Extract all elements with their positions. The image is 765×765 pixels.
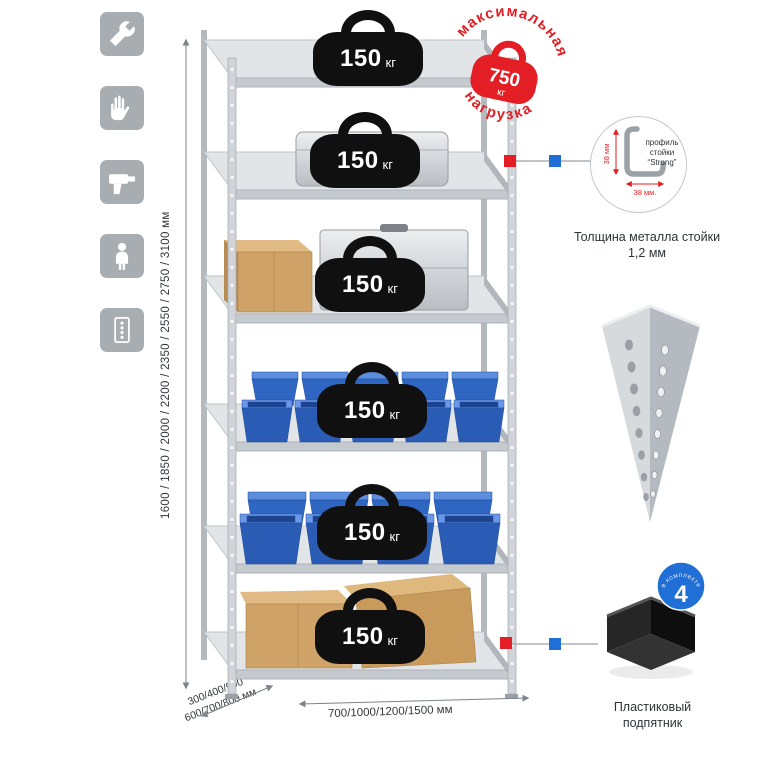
load-value: 150 [344, 397, 386, 424]
profile-dim-vertical: 38 мм [602, 144, 611, 165]
cardboard-box-small [224, 240, 313, 313]
rack-back-posts [201, 30, 487, 660]
post-right-face [650, 306, 700, 522]
drill-icon [100, 160, 144, 204]
wrench-icon [100, 12, 144, 56]
stamp-arc-top: максимальная [451, 0, 579, 62]
blue-marker-square [549, 155, 561, 167]
profile-cross-section-icon [624, 126, 666, 177]
load-unit: кг [389, 529, 400, 544]
load-unit: кг [385, 55, 396, 70]
max-load-stamp: максимальная нагрузка 750 кг [436, 0, 579, 140]
profile-caption: Толщина металла стойки 1,2 мм [573, 230, 721, 260]
angle-post-detail [588, 300, 718, 528]
person-icon [100, 234, 144, 278]
perforated-profile-icon [100, 308, 144, 352]
load-value: 150 [337, 147, 379, 174]
post-holes-left [625, 339, 649, 501]
feature-icon-column [100, 12, 144, 352]
stamp-kettlebell-body-icon [470, 54, 538, 105]
post-holes-right [650, 344, 669, 498]
load-value: 150 [342, 623, 384, 650]
foot-base [607, 634, 695, 670]
load-unit: кг [382, 157, 393, 172]
profile-detail-circle: 38 мм 38 мм. профиль стойки “Strong” [590, 116, 687, 213]
load-value: 150 [342, 271, 384, 298]
stamp-unit: кг [496, 87, 506, 100]
red-marker-square [500, 637, 512, 649]
svg-text:максимальная: максимальная [451, 0, 576, 62]
profile-dim-horizontal: 38 мм. [634, 188, 657, 197]
post-left-face [602, 306, 650, 522]
load-unit: кг [387, 633, 398, 648]
load-value: 150 [344, 519, 386, 546]
load-value: 150 [340, 45, 382, 72]
badge-number: 4 [674, 581, 688, 608]
blue-marker-square [549, 638, 561, 650]
profile-label: профиль стойки “Strong” [645, 138, 679, 167]
dimension-lines [182, 38, 530, 718]
callout-markers [500, 155, 598, 650]
load-unit: кг [389, 407, 400, 422]
foot-caption: Пластиковый подпятник [613, 700, 692, 730]
included-count-badge: в комплекте 4 [655, 560, 707, 612]
red-marker-square [504, 155, 516, 167]
load-unit: кг [387, 281, 398, 296]
glove-icon [100, 86, 144, 130]
